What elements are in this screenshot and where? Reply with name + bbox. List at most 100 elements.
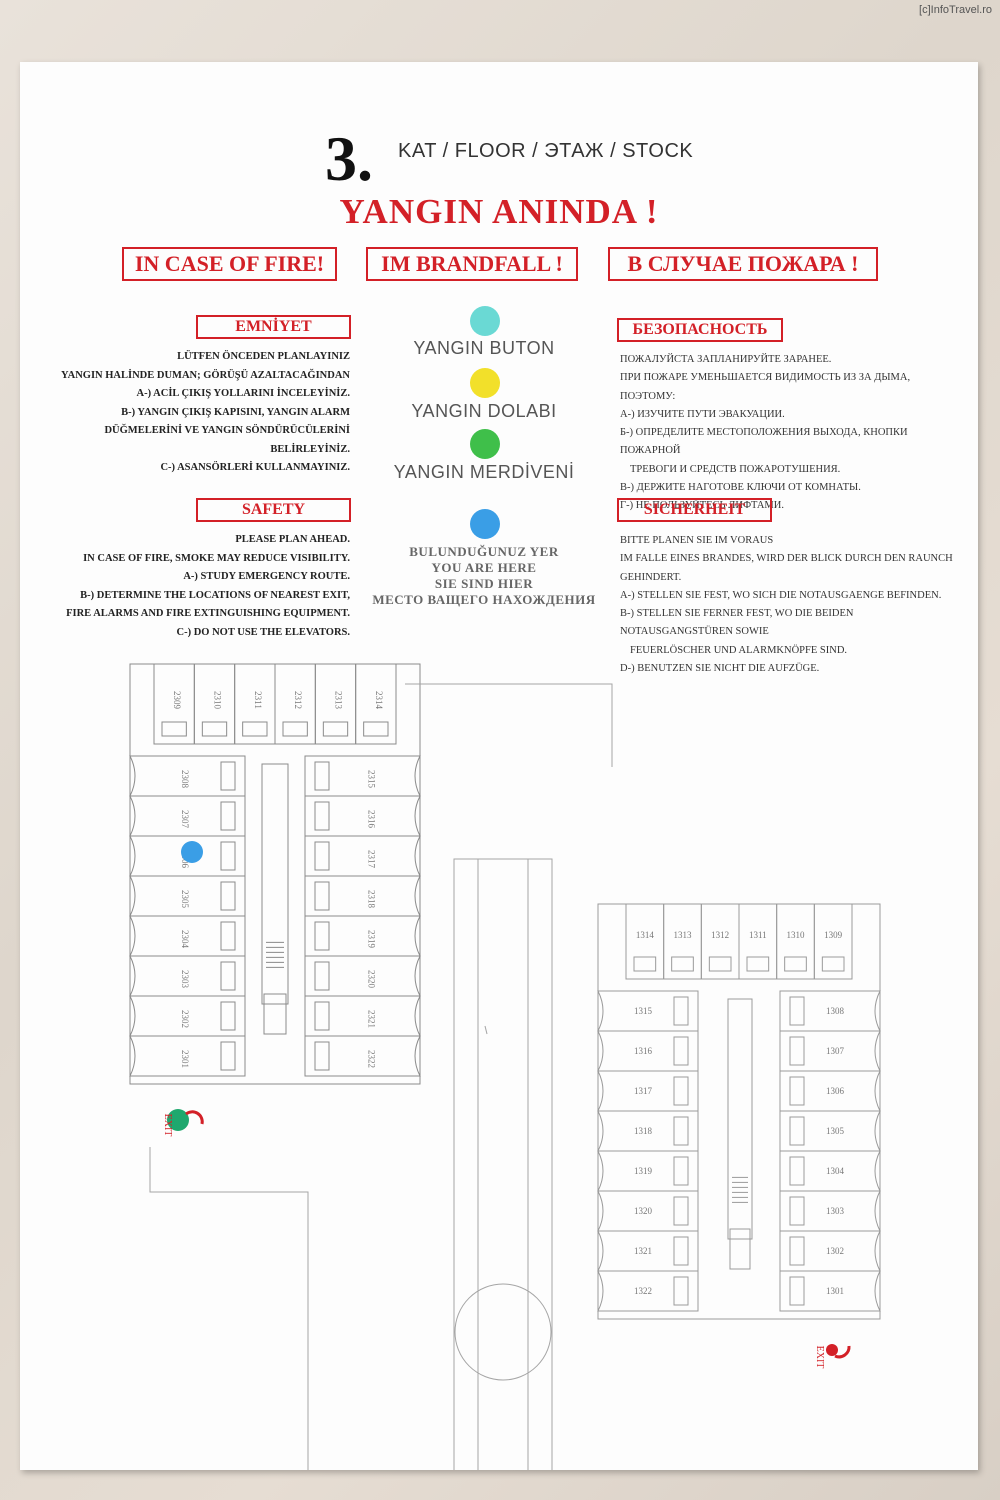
room-number: 2315 — [366, 770, 376, 789]
legend-fire-stairs: YANGIN MERDİVENİ — [393, 462, 575, 482]
bed — [673, 1276, 689, 1306]
main-title: YANGIN ANINDA ! — [339, 192, 659, 231]
room — [738, 903, 778, 980]
bed — [789, 1036, 805, 1066]
fire-cabinet-dot — [470, 368, 500, 398]
room-number: 2305 — [180, 890, 190, 909]
turkish-line: DÜĞMELERİNİ VE YANGIN SÖNDÜRÜCÜLERİNİ — [104, 425, 350, 436]
room — [700, 903, 740, 980]
evacuation-plan-card: 3. KAT / FLOOR / ЭТАЖ / STOCK YANGIN ANI… — [20, 62, 978, 1470]
room-number: 1322 — [634, 1286, 652, 1296]
room-number: 1308 — [826, 1006, 845, 1016]
room-number: 1303 — [826, 1206, 845, 1216]
room-number: 1318 — [634, 1126, 653, 1136]
room — [625, 903, 665, 980]
legend-fire-button: YANGIN BUTON — [413, 338, 555, 358]
bed — [314, 881, 330, 911]
english-line: A-) STUDY EMERGENCY ROUTE. — [183, 571, 350, 582]
here-line: YOU ARE HERE — [431, 560, 537, 575]
fire-button-dot — [470, 306, 500, 336]
elevator — [729, 1228, 751, 1270]
bed — [314, 1041, 330, 1071]
bed — [314, 761, 330, 791]
german-line: B-) STELLEN SIE FERNER FEST, WO DIE BEID… — [620, 608, 854, 638]
bed — [789, 1236, 805, 1266]
bed — [220, 761, 236, 791]
room-number: 1301 — [826, 1286, 844, 1296]
bed — [322, 721, 349, 737]
room-number: 1319 — [634, 1166, 653, 1176]
legend-fire-cabinet: YANGIN DOLABI — [411, 401, 557, 421]
exit-stairs-marker — [167, 1109, 189, 1131]
bed — [673, 1076, 689, 1106]
room-number: 1304 — [826, 1166, 845, 1176]
bed — [789, 996, 805, 1026]
english-heading: SAFETY — [196, 498, 351, 522]
bed — [673, 996, 689, 1026]
you-are-here-marker — [181, 841, 203, 863]
room-number: 2308 — [180, 770, 190, 789]
exit-label: EXIT — [162, 1114, 173, 1137]
turkish-line: LÜTFEN ÖNCEDEN PLANLAYINIZ — [177, 351, 350, 362]
german-line: BITTE PLANEN SIE IM VORAUS — [620, 535, 774, 546]
room-number: 1311 — [749, 930, 767, 940]
bed — [789, 1276, 805, 1306]
russian-line: ПОЖАЛУЙСТА ЗАПЛАНИРУЙТЕ ЗАРАНЕЕ. — [620, 354, 832, 365]
german-line: D-) BENUTZEN SIE NICHT DIE AUFZÜGE. — [620, 663, 820, 675]
header-german: IM BRANDFALL ! — [366, 247, 578, 281]
elevator-shaft — [727, 998, 753, 1240]
room-number: 1321 — [634, 1246, 652, 1256]
room-number: 1307 — [826, 1046, 845, 1056]
room-number: 2310 — [213, 691, 223, 710]
you-are-here-dot — [470, 509, 500, 539]
elevator-shaft — [261, 763, 289, 1005]
room — [663, 903, 702, 980]
room-number: 2302 — [180, 1010, 190, 1028]
turkish-line: C-) ASANSÖRLERİ KULLANMAYINIZ. — [160, 462, 350, 473]
room-number: 2313 — [334, 691, 344, 710]
here-line: SIE SIND HIER — [434, 576, 534, 591]
exit-door-swing-right — [834, 1345, 851, 1359]
fire-stairs-dot — [470, 429, 500, 459]
bed — [363, 721, 389, 737]
bed — [201, 721, 228, 737]
room-number: 1310 — [787, 930, 806, 940]
room — [813, 903, 853, 980]
room-number: 1314 — [636, 930, 655, 940]
room-number: 2317 — [366, 850, 376, 869]
english-line: FIRE ALARMS AND FIRE EXTINGUISHING EQUIP… — [66, 608, 350, 619]
bed — [821, 956, 845, 972]
turkish-text: LÜTFEN ÖNCEDEN PLANLAYINIZ YANGIN HALİND… — [40, 348, 350, 478]
header-english: IN CASE OF FIRE! — [122, 247, 337, 281]
german-line: A-) STELLEN SIE FEST, WO SICH DIE NOTAUS… — [620, 589, 942, 601]
german-line: FEUERLÖSCHER UND ALARMKNÖPFE SIND. — [630, 644, 848, 656]
bed — [314, 921, 330, 951]
bed — [673, 1236, 689, 1266]
room-number: 1315 — [634, 1006, 653, 1016]
bed — [789, 1076, 805, 1106]
russian-heading: БЕЗОПАСНОСТЬ — [617, 318, 783, 342]
english-line: B-) DETERMINE THE LOCATIONS OF NEAREST E… — [80, 589, 350, 601]
bed — [220, 881, 236, 911]
here-line: МЕСТО ВАЩЕГО НАХОЖДЕНИЯ — [372, 592, 596, 607]
you-are-here-label: BULUNDUĞUNUZ YER YOU ARE HERE SIE SIND H… — [354, 544, 614, 608]
bed — [789, 1156, 805, 1186]
english-line: PLEASE PLAN AHEAD. — [235, 534, 350, 545]
room — [304, 1035, 421, 1077]
connecting-corridor — [149, 683, 613, 1470]
here-line: BULUNDUĞUNUZ YER — [409, 544, 559, 559]
room-number: 2303 — [180, 970, 190, 989]
room-number: 2320 — [366, 970, 376, 989]
russian-line: ПРИ ПОЖАРЕ УМЕНЬШАЕТСЯ ВИДИМОСТЬ ИЗ ЗА Д… — [620, 372, 911, 402]
room-number: 2321 — [366, 1010, 376, 1028]
bed — [282, 721, 308, 737]
room-number: 1313 — [674, 930, 693, 940]
room-number: 2311 — [253, 691, 263, 709]
room — [779, 1270, 881, 1312]
bed — [784, 956, 807, 972]
room-number: 2316 — [366, 810, 376, 829]
bed — [789, 1196, 805, 1226]
room-number: 2309 — [172, 691, 182, 710]
bed — [220, 1041, 236, 1071]
